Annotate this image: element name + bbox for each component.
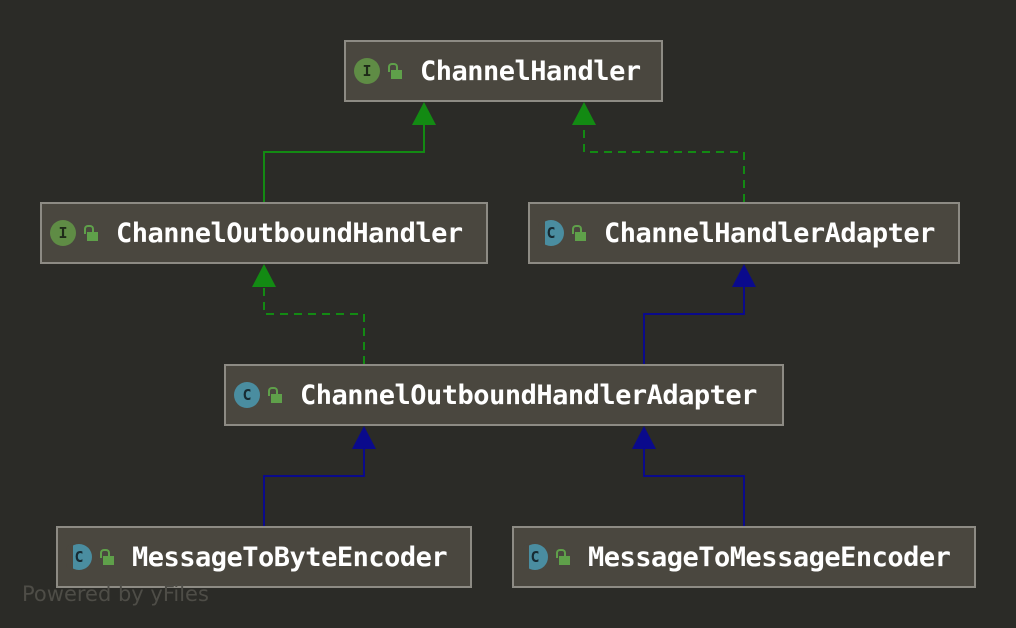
edge-handler-adapter-implements-handler — [572, 102, 745, 202]
node-message-to-byte-encoder[interactable]: C MessageToByteEncoder — [56, 526, 472, 588]
interface-icon-letter: I — [58, 224, 68, 242]
node-channel-outbound-handler[interactable]: I ChannelOutboundHandler — [40, 202, 488, 264]
interface-icon: I — [354, 58, 380, 84]
public-lock-icon — [572, 225, 586, 241]
node-label: ChannelHandlerAdapter — [604, 217, 935, 249]
class-icon-letter: C — [74, 548, 84, 566]
edge-outbound-handler-extends-handler — [263, 102, 436, 202]
abstract-class-icon: C — [538, 220, 564, 246]
public-lock-icon — [268, 387, 282, 403]
public-lock-icon — [388, 63, 402, 79]
node-channel-outbound-handler-adapter[interactable]: C ChannelOutboundHandlerAdapter — [224, 364, 784, 426]
public-lock-icon — [84, 225, 98, 241]
node-label: MessageToMessageEncoder — [588, 541, 951, 573]
edge-outbound-adapter-extends-handler-adapter — [643, 264, 756, 364]
interface-icon: I — [50, 220, 76, 246]
abstract-class-icon: C — [66, 544, 92, 570]
yfiles-watermark: Powered by yFiles — [22, 582, 209, 606]
public-lock-icon — [556, 549, 570, 565]
public-lock-icon — [100, 549, 114, 565]
node-label: ChannelOutboundHandlerAdapter — [300, 379, 757, 411]
node-channel-handler-adapter[interactable]: C ChannelHandlerAdapter — [528, 202, 960, 264]
class-icon-letter: C — [242, 386, 252, 404]
node-label: ChannelHandler — [420, 55, 641, 87]
node-label: MessageToByteEncoder — [132, 541, 448, 573]
node-label: ChannelOutboundHandler — [116, 217, 463, 249]
edge-outbound-adapter-implements-outbound-handler — [252, 264, 365, 364]
class-icon-letter: C — [530, 548, 540, 566]
edge-message-encoder-extends-outbound-adapter — [632, 426, 745, 526]
node-message-to-message-encoder[interactable]: C MessageToMessageEncoder — [512, 526, 976, 588]
edge-byte-encoder-extends-outbound-adapter — [263, 426, 376, 526]
abstract-class-icon: C — [522, 544, 548, 570]
class-icon-letter: C — [546, 224, 556, 242]
class-icon: C — [234, 382, 260, 408]
node-channel-handler[interactable]: I ChannelHandler — [344, 40, 663, 102]
interface-icon-letter: I — [362, 62, 372, 80]
